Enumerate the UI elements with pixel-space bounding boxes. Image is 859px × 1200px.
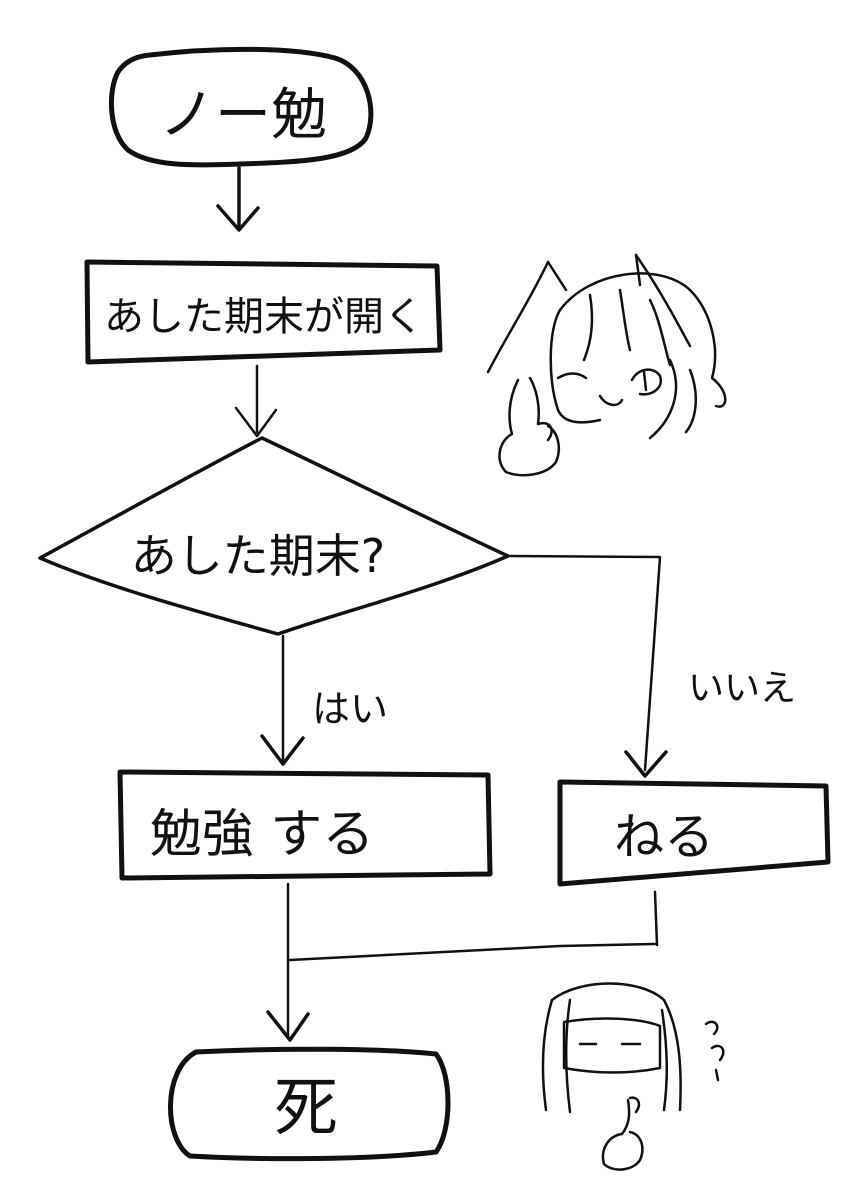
sleep-box-outline xyxy=(557,779,831,887)
end-terminal-outline xyxy=(168,1046,451,1162)
start-terminal: ノー勉 xyxy=(108,46,374,168)
sleep-label: ねる xyxy=(614,808,714,866)
yes-label: はい xyxy=(312,687,388,731)
process-label: あした期末が開く xyxy=(104,294,424,340)
decision-diamond: あした期末? xyxy=(38,436,510,636)
process-box-outline xyxy=(84,259,443,365)
start-terminal-outline xyxy=(108,46,374,168)
arrow-start-to-process xyxy=(216,166,260,232)
arrow-no-branch xyxy=(508,554,668,778)
sleep-box: ねる xyxy=(557,779,831,887)
arrow-yes-branch xyxy=(260,634,305,766)
study-label: 勉強 する xyxy=(150,805,375,865)
lower-character-doodle xyxy=(541,982,725,1171)
end-terminal: 死 xyxy=(168,1046,451,1162)
study-box-outline xyxy=(117,769,493,881)
decision-diamond-outline xyxy=(38,436,510,636)
arrow-process-to-decision xyxy=(234,364,278,438)
process-box: あした期末が開く xyxy=(84,259,443,365)
upper-character-doodle xyxy=(486,253,727,477)
start-label: ノー勉 xyxy=(159,83,327,148)
decision-label: あした期末? xyxy=(131,529,385,583)
end-label: 死 xyxy=(274,1072,338,1146)
study-box: 勉強 する xyxy=(117,769,493,881)
merge-connector xyxy=(266,882,659,1042)
no-label: いいえ xyxy=(688,668,796,709)
